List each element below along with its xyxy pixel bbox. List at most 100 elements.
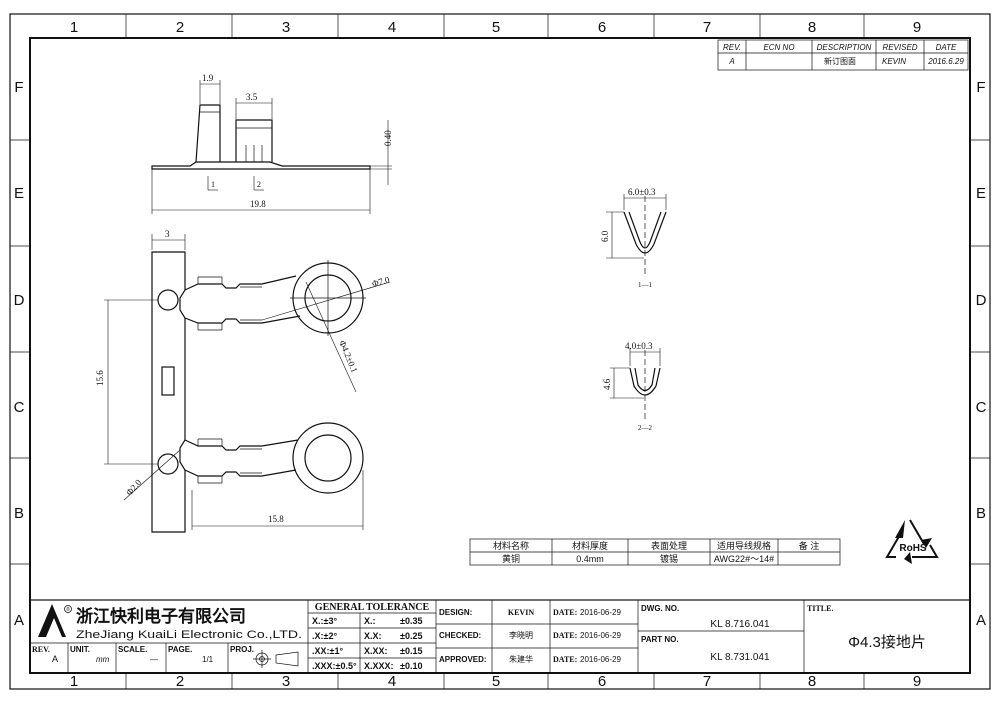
mat-header: 材料名称 xyxy=(493,540,529,551)
tolerance-title: GENERAL TOLERANCE xyxy=(315,602,430,613)
page-value: 1/1 xyxy=(202,655,214,664)
sec1-width: 6.0±0.3 xyxy=(628,187,656,197)
sec1-height: 6.0 xyxy=(600,230,610,242)
title-label: TITLE. xyxy=(807,604,833,613)
callout-1: 1 xyxy=(211,180,215,189)
col-label: 3 xyxy=(282,19,290,36)
rev-value: A xyxy=(52,654,58,664)
company-name-en: ZheJiang KuaiLi Electronic Co.,LTD. xyxy=(76,629,302,641)
mat-header: 适用导线规格 xyxy=(717,540,771,551)
description-value: 新订图面 xyxy=(824,56,856,66)
date-checked: 2016-06-29 xyxy=(580,631,621,640)
col-label: 2 xyxy=(176,673,184,690)
col-label: 4 xyxy=(388,19,396,36)
row-label: E xyxy=(14,185,24,202)
sec1-label: 1—1 xyxy=(638,281,653,289)
revision-table: REV. ECN NO DESCRIPTION REVISED DATE A 新… xyxy=(717,39,969,71)
row-label: B xyxy=(14,505,24,522)
dim-3-5: 3.5 xyxy=(246,92,258,102)
registered-mark: ® xyxy=(66,606,70,613)
part-number: KL 8.731.041 xyxy=(710,652,770,663)
rev-label: REV. xyxy=(32,645,50,654)
col-label: 5 xyxy=(492,673,500,690)
row-label: A xyxy=(14,612,24,629)
date-value: 2016.6.29 xyxy=(927,57,964,66)
rohs-text: RoHS xyxy=(899,543,927,554)
col-label: 7 xyxy=(703,19,711,36)
col-label: 2 xyxy=(176,19,184,36)
col-label: 1 xyxy=(70,673,78,690)
date-header: DATE xyxy=(936,43,957,52)
col-label: 9 xyxy=(913,19,921,36)
row-label: E xyxy=(976,185,986,202)
row-label: C xyxy=(14,399,25,416)
dim-phi-7: Φ7.0 xyxy=(371,274,391,289)
material-table: 材料名称 材料厚度 表面处理 适用导线规格 备 注 黄铜 0.4mm 镀锡 AW… xyxy=(469,538,841,566)
drawing-title: Φ4.3接地片 xyxy=(848,634,926,651)
col-label: 9 xyxy=(913,673,921,690)
mat-value: 黄铜 xyxy=(502,553,520,564)
tol-angle: .X:±2° xyxy=(312,631,337,641)
callout-2: 2 xyxy=(257,180,261,189)
section-1-1: 6.0±0.3 6.0 1—1 xyxy=(600,187,667,289)
unit-label: UNIT. xyxy=(70,645,90,654)
col-label: 4 xyxy=(388,673,396,690)
rohs-recycle-icon: RoHS xyxy=(885,519,939,564)
tol-value: ±0.10 xyxy=(400,661,422,671)
column-ticks xyxy=(125,14,865,689)
tol-value: ±0.15 xyxy=(400,646,422,656)
checked-label: CHECKED: xyxy=(439,631,481,640)
column-labels-bottom: 1 2 3 4 5 6 7 8 9 xyxy=(70,673,921,690)
row-label: F xyxy=(976,79,985,96)
dim-phi-2: Φ2.0 xyxy=(124,477,144,497)
dwg-number: KL 8.716.041 xyxy=(710,619,770,630)
col-label: 8 xyxy=(808,673,816,690)
title-block: ® 浙江快利电子有限公司 ZheJiang KuaiLi Electronic … xyxy=(29,599,971,674)
date-approved: 2016-06-29 xyxy=(580,655,621,664)
dim-19-8: 19.8 xyxy=(250,199,266,209)
row-label: A xyxy=(976,612,986,629)
date-design: 2016-06-29 xyxy=(580,608,621,617)
dim-phi-4-2: Φ4.2±0.1 xyxy=(337,339,360,374)
tol-angle: X.:±3° xyxy=(312,616,337,626)
design-value: KEVIN xyxy=(508,608,534,617)
section-2-2: 4.0±0.3 4.6 2—2 xyxy=(602,341,661,432)
date-label: DATE: xyxy=(553,608,577,617)
company-name-cn: 浙江快利电子有限公司 xyxy=(76,606,246,626)
row-label: D xyxy=(976,292,987,309)
tol-label: X.XX: xyxy=(364,646,388,656)
tol-value: ±0.35 xyxy=(400,616,422,626)
col-label: 6 xyxy=(598,19,606,36)
col-label: 5 xyxy=(492,19,500,36)
page-label: PAGE. xyxy=(168,645,192,654)
checked-value: 李晓明 xyxy=(509,630,533,640)
dim-1-9: 1.9 xyxy=(202,73,214,83)
mat-header: 备 注 xyxy=(799,540,820,551)
sec2-width: 4.0±0.3 xyxy=(625,341,653,351)
row-labels: F E D C B A F E D C B A xyxy=(14,79,987,629)
plan-view: 3 Φ7.0 Φ4.2±0.1 15.6 xyxy=(95,229,391,533)
projection-symbol-icon xyxy=(253,650,299,668)
col-label: 8 xyxy=(808,19,816,36)
dwg-label: DWG. NO. xyxy=(641,604,679,613)
approved-label: APPROVED: xyxy=(439,655,487,664)
date-label: DATE: xyxy=(553,631,577,640)
unit-value: mm xyxy=(96,655,110,664)
company-logo-icon xyxy=(38,604,72,637)
sec2-height: 4.6 xyxy=(602,378,612,390)
scale-label: SCALE. xyxy=(118,645,147,654)
proj-label: PROJ. xyxy=(230,645,254,654)
side-view: 1.9 3.5 0.40 19.8 1 2 xyxy=(151,73,393,214)
col-label: 6 xyxy=(598,673,606,690)
column-labels-top: 1 2 3 4 5 6 7 8 9 xyxy=(70,19,921,36)
rev-value: A xyxy=(728,57,734,66)
tol-label: X.XXX: xyxy=(364,661,394,671)
col-label: 7 xyxy=(703,673,711,690)
date-label: DATE: xyxy=(553,655,577,664)
mat-value: AWG22#～14# xyxy=(714,554,774,564)
ecn-header: ECN NO xyxy=(763,43,794,52)
tol-label: X.: xyxy=(364,616,376,626)
mat-header: 表面处理 xyxy=(651,540,687,551)
row-label: D xyxy=(14,292,25,309)
